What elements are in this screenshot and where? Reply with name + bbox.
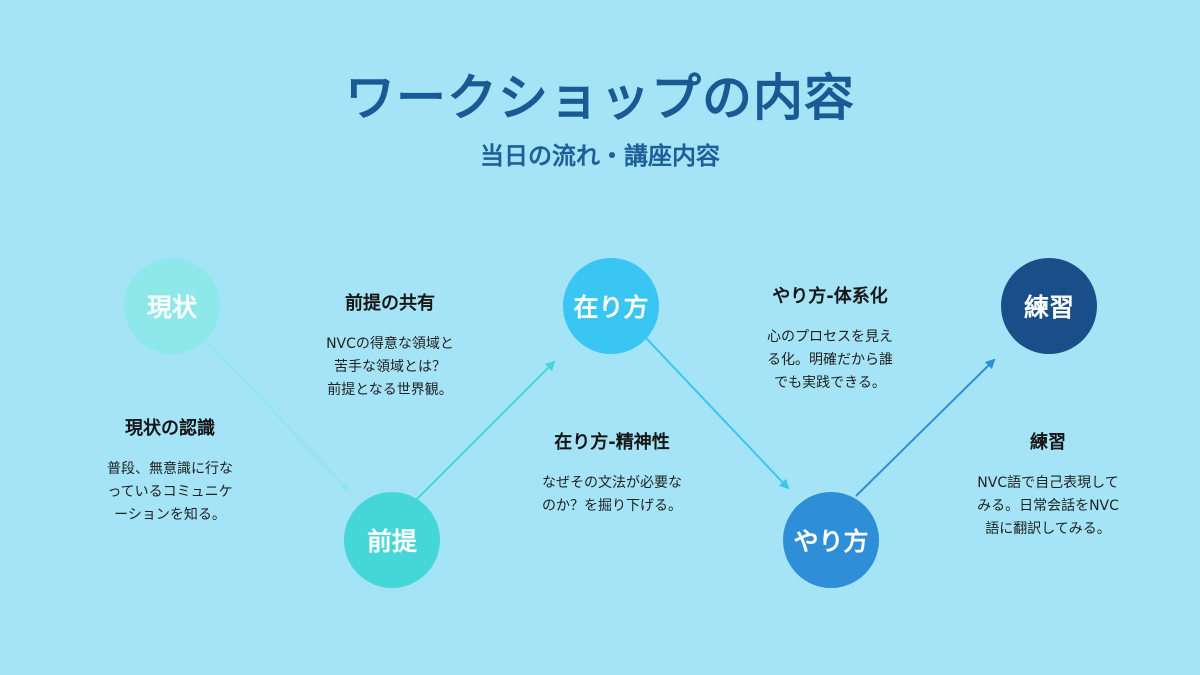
description-line: 語に翻訳してみる。 — [985, 521, 1111, 537]
description-line: でも実践できる。 — [774, 375, 886, 391]
step-node-label: やり方 — [793, 527, 869, 556]
step-node-yarikata: やり方 — [783, 492, 879, 588]
step-heading: やり方-体系化 — [772, 286, 888, 307]
step-heading: 練習 — [1030, 432, 1066, 453]
step-node-genjo: 現状 — [124, 258, 220, 354]
description-line: 前提となる世界観。 — [327, 382, 453, 398]
description-line: 心のプロセスを見え — [767, 329, 893, 345]
description-line: 普段、無意識に行な — [107, 461, 233, 477]
page-title: ワークショップの内容 — [345, 69, 855, 127]
step-description: なぜその文法が必要な のか？を掘り下げる。 — [505, 472, 719, 518]
step-description: 普段、無意識に行な っているコミュニケ ーションを知る。 — [70, 458, 270, 527]
step-text-zentei: 前提の共有 NVCの得意な領域と 苦手な領域とは？ 前提となる世界観。 — [290, 289, 490, 402]
step-node-label: 練習 — [1023, 293, 1074, 322]
step-description: NVCの得意な領域と 苦手な領域とは？ 前提となる世界観。 — [290, 333, 490, 402]
description-line: なぜその文法が必要な — [542, 475, 682, 491]
step-heading: 在り方-精神性 — [554, 432, 670, 453]
step-node-arikata: 在り方 — [563, 258, 659, 354]
description-line: ーションを知る。 — [114, 507, 226, 523]
description-line: 苦手な領域とは？ — [334, 359, 446, 375]
step-description: NVC語で自己表現して みる。日常会話をNVC 語に翻訳してみる。 — [943, 472, 1153, 541]
description-line: NVC語で自己表現して — [977, 475, 1119, 491]
arrow-3 — [645, 337, 790, 490]
description-line: る化。明確だから誰 — [767, 352, 893, 368]
step-node-zentei: 前提 — [344, 492, 440, 588]
step-node-label: 前提 — [366, 527, 417, 556]
description-line: NVCの得意な領域と — [326, 336, 454, 352]
step-text-yarikata: やり方-体系化 心のプロセスを見え る化。明確だから誰 でも実践できる。 — [725, 282, 935, 395]
step-description: 心のプロセスを見え る化。明確だから誰 でも実践できる。 — [725, 326, 935, 395]
step-node-renshu: 練習 — [1001, 258, 1097, 354]
step-text-arikata: 在り方-精神性 なぜその文法が必要な のか？を掘り下げる。 — [505, 428, 719, 518]
arrow-2 — [415, 360, 556, 501]
description-line: のか？を掘り下げる。 — [542, 498, 682, 514]
step-text-renshu: 練習 NVC語で自己表現して みる。日常会話をNVC 語に翻訳してみる。 — [943, 428, 1153, 541]
arrow-1 — [205, 339, 350, 492]
page-subtitle: 当日の流れ・講座内容 — [480, 142, 720, 170]
description-line: みる。日常会話をNVC — [977, 498, 1119, 514]
step-node-label: 現状 — [146, 293, 197, 322]
step-heading: 前提の共有 — [345, 293, 435, 314]
step-text-genjo: 現状の認識 普段、無意識に行な っているコミュニケ ーションを知る。 — [70, 414, 270, 527]
description-line: っているコミュニケ — [107, 484, 233, 500]
step-heading: 現状の認識 — [125, 418, 215, 439]
arrow-4 — [855, 358, 996, 497]
step-node-label: 在り方 — [573, 293, 649, 322]
